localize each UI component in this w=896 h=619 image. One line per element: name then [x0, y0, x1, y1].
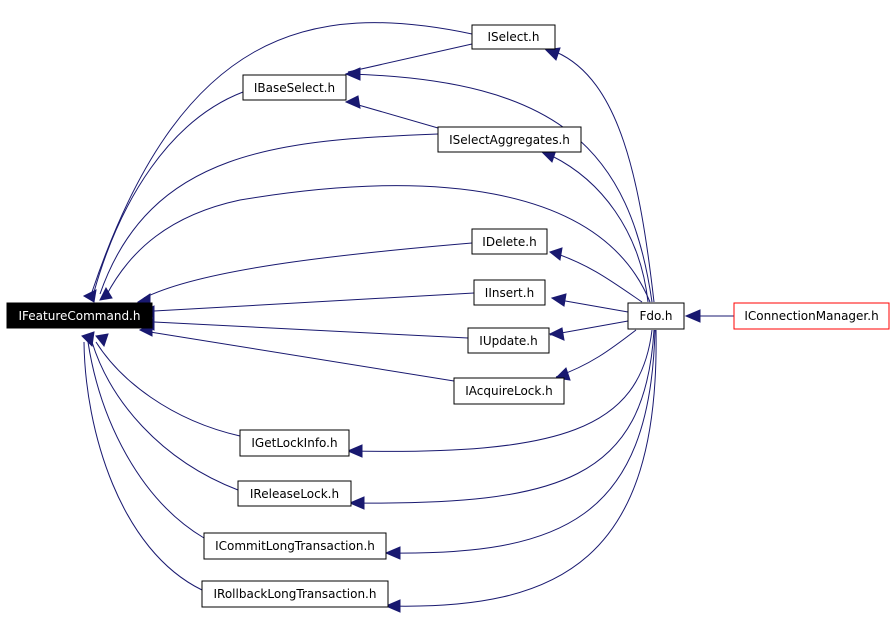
edge-fdo-to-igetlockinfo	[349, 329, 653, 452]
node-ibaseselect[interactable]: IBaseSelect.h	[242, 74, 347, 101]
node-iselect[interactable]: ISelect.h	[471, 24, 556, 50]
arrowhead-fdo	[684, 309, 701, 323]
edge-iselectaggregates-to-ibaseselect	[347, 101, 439, 129]
node-fdo[interactable]: Fdo.h	[627, 302, 685, 330]
edge-ibaseselect-to-ifeaturecommand	[93, 91, 244, 293]
edge-fdo-to-ibaseselect	[347, 73, 653, 303]
node-igetlockinfo[interactable]: IGetLockInfo.h	[239, 429, 350, 457]
node-irollbacklongtransaction[interactable]: IRollbackLongTransaction.h	[201, 580, 389, 608]
node-ireleaselock[interactable]: IReleaseLock.h	[237, 480, 352, 507]
arrowhead-icommitlongtransaction	[384, 546, 401, 560]
edge-fdo-to-ifeaturecommand-top	[105, 185, 651, 303]
edge-iselect-to-ibaseselect	[347, 43, 473, 73]
arrowhead-ifeaturecommand-2	[99, 286, 113, 301]
graph-nodes: IFeatureCommand.h ISelect.h IBaseSelect.…	[6, 24, 890, 608]
node-label-igetlockinfo: IGetLockInfo.h	[251, 436, 337, 450]
node-idelete[interactable]: IDelete.h	[471, 228, 548, 255]
edge-fdo-to-iselect	[555, 51, 655, 303]
node-iacquirelock[interactable]: IAcquireLock.h	[453, 377, 565, 405]
edge-fdo-to-iinsert	[553, 298, 629, 313]
edge-ireleaselock-to-ifeaturecommand	[91, 341, 239, 491]
edge-idelete-to-ifeaturecommand	[143, 242, 473, 299]
node-label-ibaseselect: IBaseSelect.h	[254, 81, 335, 95]
edge-fdo-to-iacquirelock	[555, 329, 637, 378]
arrowhead-ifeaturecommand-7	[81, 331, 95, 348]
arrowhead-ibaseselect-1	[344, 67, 361, 81]
arrowhead-ifeaturecommand-8	[95, 333, 109, 348]
node-icommitlongtransaction[interactable]: ICommitLongTransaction.h	[203, 532, 387, 560]
node-label-icommitlongtransaction: ICommitLongTransaction.h	[215, 539, 375, 553]
arrowhead-iselect	[544, 47, 561, 61]
node-label-idelete: IDelete.h	[482, 235, 536, 249]
arrowhead-ifeaturecommand-1	[82, 289, 97, 303]
edge-fdo-to-ireleaselock	[351, 329, 655, 504]
edge-irollbacklongtransaction-to-ifeaturecommand	[83, 341, 203, 591]
arrowhead-ibaseselect-2	[344, 95, 361, 109]
node-label-iacquirelock: IAcquireLock.h	[465, 384, 553, 398]
arrowhead-iupdate	[548, 327, 565, 341]
edge-fdo-to-idelete	[551, 251, 643, 303]
arrowhead-igetlockinfo	[346, 444, 363, 458]
node-label-fdo: Fdo.h	[639, 309, 672, 323]
edge-fdo-to-icommitlongtransaction	[387, 329, 656, 554]
node-label-iinsert: IInsert.h	[485, 286, 534, 300]
arrowhead-iinsert	[550, 293, 567, 307]
edge-icommitlongtransaction-to-ifeaturecommand	[87, 341, 205, 539]
node-iconnectionmanager[interactable]: IConnectionManager.h	[733, 302, 890, 330]
edge-fdo-to-iselectaggregates	[551, 155, 649, 303]
graph-arrowheads	[81, 47, 701, 613]
edge-fdo-to-irollbacklongtransaction	[387, 329, 657, 607]
node-iupdate[interactable]: IUpdate.h	[467, 327, 550, 354]
node-label-ifeaturecommand: IFeatureCommand.h	[19, 309, 141, 323]
edge-iacquirelock-to-ifeaturecommand	[149, 331, 455, 382]
node-ifeaturecommand[interactable]: IFeatureCommand.h	[6, 302, 153, 329]
node-label-irollbacklongtransaction: IRollbackLongTransaction.h	[214, 587, 377, 601]
node-label-iupdate: IUpdate.h	[479, 334, 537, 348]
node-label-ireleaselock: IReleaseLock.h	[250, 487, 339, 501]
node-iinsert[interactable]: IInsert.h	[473, 279, 546, 306]
edge-iselectaggregates-to-ifeaturecommand	[99, 133, 439, 295]
node-label-iselect: ISelect.h	[488, 30, 540, 44]
arrowhead-ireleaselock	[348, 496, 365, 510]
arrowhead-idelete	[548, 247, 563, 261]
edge-iupdate-to-ifeaturecommand	[153, 321, 469, 339]
node-label-iselectaggregates: ISelectAggregates.h	[449, 133, 570, 147]
edge-igetlockinfo-to-ifeaturecommand	[95, 341, 241, 437]
node-iselectaggregates[interactable]: ISelectAggregates.h	[437, 126, 582, 153]
graph-edges	[83, 22, 734, 607]
edge-iselect-to-ifeaturecommand	[91, 22, 473, 293]
edge-iinsert-to-ifeaturecommand	[153, 292, 475, 312]
node-label-iconnectionmanager: IConnectionManager.h	[744, 309, 878, 323]
arrowhead-irollbacklongtransaction	[384, 599, 401, 613]
